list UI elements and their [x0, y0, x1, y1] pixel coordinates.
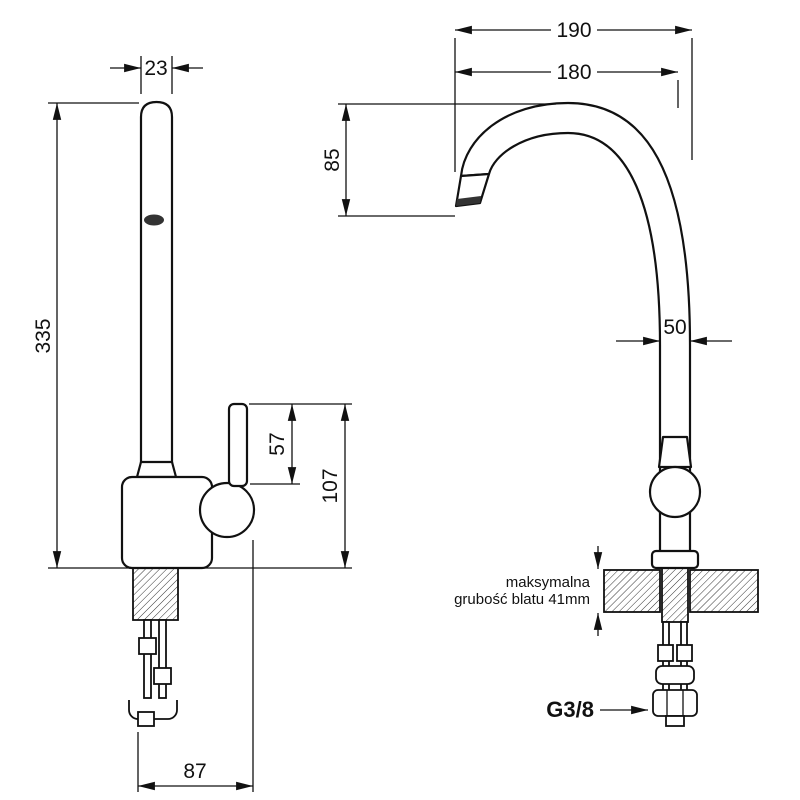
- mounting-nut: [676, 644, 693, 662]
- dim-base-width-label: 87: [183, 760, 206, 783]
- countertop-note-line1: maksymalna: [506, 574, 591, 591]
- faucet-body-side: [120, 475, 214, 570]
- handle-lever-side: [227, 402, 249, 488]
- dim-total-height-label: 335: [32, 318, 55, 353]
- thread-connection-nut: [652, 689, 698, 717]
- handle-knob-front: [648, 465, 702, 519]
- threaded-shank-front: [661, 567, 689, 623]
- dim-handle-height-label: 57: [266, 432, 289, 455]
- handle-front: [657, 435, 693, 469]
- cartridge-side: [198, 481, 256, 539]
- faucet-side-body: [120, 100, 256, 621]
- countertop-left: [603, 569, 661, 613]
- thread-callout: G3/8: [546, 697, 648, 722]
- threaded-shank-side: [132, 567, 179, 621]
- dim-body-width: 50: [616, 316, 732, 346]
- dim-base-width: 87: [137, 540, 254, 792]
- mounting-nut: [153, 667, 172, 685]
- dim-overall-reach: 190: [454, 19, 693, 172]
- dim-body-width-label: 50: [663, 316, 686, 339]
- dim-spout-reach-label: 180: [556, 61, 591, 84]
- dim-overall-reach-label: 190: [556, 19, 591, 42]
- dim-handle-height: 57 107: [180, 403, 352, 569]
- front-view: maksymalna grubość blatu 41mm 190 180: [321, 19, 759, 727]
- dim-spout-drop-label: 85: [321, 148, 344, 171]
- countertop: maksymalna grubość blatu 41mm: [454, 546, 759, 636]
- mounting-stud: [158, 619, 167, 699]
- hose-fitting: [137, 711, 155, 727]
- spout-column-side: [139, 100, 174, 479]
- column-collar: [135, 460, 178, 479]
- aerator-side: [144, 214, 164, 226]
- countertop-right: [689, 569, 759, 613]
- base-flange-front: [650, 549, 700, 570]
- dim-body-height-label: 107: [319, 468, 342, 503]
- mounting-hardware-side: [128, 619, 178, 727]
- aerator-ring: [456, 196, 481, 206]
- mounting-nut: [657, 644, 674, 662]
- mounting-bracket: [655, 665, 695, 685]
- dim-spout-width: 23: [110, 56, 203, 94]
- thread-size-label: G3/8: [546, 697, 594, 722]
- mounting-stud: [143, 619, 152, 699]
- countertop-note-line2: grubość blatu 41mm: [454, 591, 590, 608]
- mounting-hardware-front: [652, 621, 698, 727]
- dim-total-height: 335: [32, 102, 139, 569]
- side-view: 23 335 57 107 87: [32, 56, 352, 792]
- thread-tail: [665, 715, 685, 727]
- dim-spout-width-label: 23: [144, 57, 167, 80]
- dim-spout-drop: 85: [321, 103, 556, 217]
- faucet-front-body: [454, 101, 702, 570]
- dim-spout-reach: 180: [455, 61, 679, 108]
- mounting-nut: [138, 637, 157, 655]
